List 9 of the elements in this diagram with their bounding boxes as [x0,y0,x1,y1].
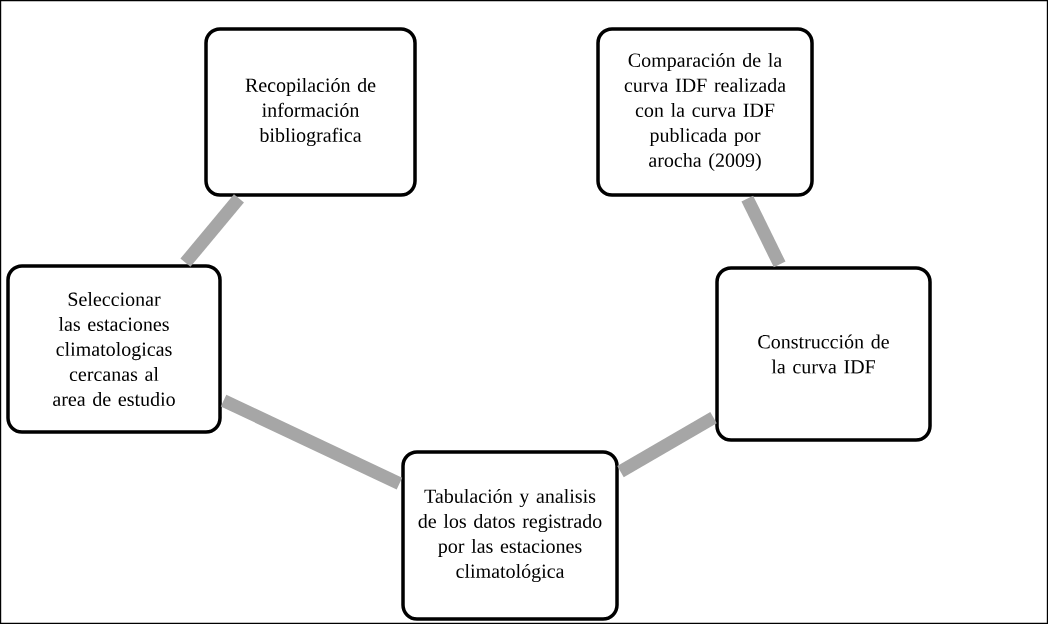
process-box: Comparación de la curva IDF realizada con la curva IDF publicada por arocha (2009) [596,27,814,197]
connector-band [180,194,244,267]
process-box: Recopilación de información bibliografica [204,27,417,197]
connector-band [617,412,717,478]
process-box: Tabulación y analisis de los datos registrado por las estaciones climatológica [401,450,619,621]
process-box: Construcción de la curva IDF [715,266,932,442]
connector-band [741,195,786,268]
connector-band [220,394,403,490]
process-box: Seleccionar las estaciones climatologicas cercanas al area de estudio [6,264,222,434]
